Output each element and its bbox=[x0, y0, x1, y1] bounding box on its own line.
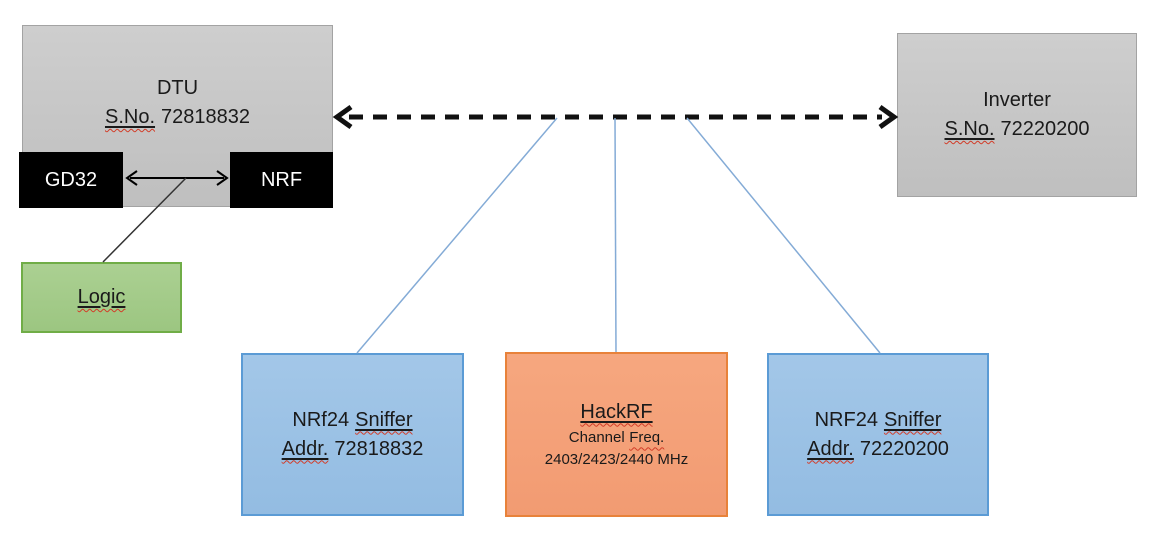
tap-connectors bbox=[356, 117, 881, 354]
hackrf-freq-word: Freq. bbox=[629, 428, 665, 446]
sniffer-right-addr-line: Addr.72220200 bbox=[807, 435, 949, 464]
dtu-inverter-wireless-link bbox=[332, 104, 899, 130]
inverter-node: Inverter S.No.72220200 bbox=[897, 33, 1137, 197]
dtu-sno-label: S.No. bbox=[104, 106, 156, 128]
gd32-module: GD32 bbox=[19, 152, 123, 208]
hackrf-title-line: HackRF bbox=[580, 398, 652, 427]
sniffer-left-name-word: Sniffer bbox=[355, 408, 413, 431]
dtu-serial: 72818832 bbox=[161, 106, 250, 128]
sniffer-right-name-prefix: NRF24 bbox=[814, 408, 878, 431]
tap-line-hackrf bbox=[614, 117, 617, 353]
sniffer-left-addr-value: 72818832 bbox=[334, 437, 424, 460]
nrf-label: NRF bbox=[260, 168, 303, 191]
dtu-serial-line: S.No.72818832 bbox=[105, 103, 250, 132]
logic-node: Logic bbox=[21, 262, 182, 333]
wireless-link-right-arrowhead-icon bbox=[878, 104, 899, 130]
logic-label: Logic bbox=[77, 286, 126, 308]
gd32-label: GD32 bbox=[44, 168, 98, 191]
dtu-title: DTU bbox=[156, 77, 199, 99]
inverter-sno-label: S.No. bbox=[944, 118, 995, 140]
sniffer-left-addr-label: Addr. bbox=[281, 437, 329, 460]
hackrf-frequencies: 2403/2423/2440 MHz bbox=[544, 451, 689, 468]
tap-line-sniffer-right bbox=[686, 117, 881, 354]
hackrf-channel-word: Channel bbox=[568, 428, 625, 446]
sniffer-left-name-prefix: NRf24 bbox=[292, 408, 350, 431]
sniffer-right-addr-label: Addr. bbox=[807, 437, 854, 460]
inverter-title: Inverter bbox=[983, 89, 1051, 111]
inverter-serial: 72220200 bbox=[1000, 118, 1090, 140]
sniffer-right-addr-value: 72220200 bbox=[859, 437, 949, 460]
hackrf-title: HackRF bbox=[580, 400, 653, 423]
wireless-link-left-arrowhead-icon bbox=[332, 104, 353, 130]
sniffer-left-addr-line: Addr.72818832 bbox=[282, 435, 424, 464]
inverter-serial-line: S.No.72220200 bbox=[944, 115, 1089, 144]
tap-line-sniffer-left bbox=[356, 117, 558, 354]
nrf-module: NRF bbox=[230, 152, 333, 208]
sniffer-right-name-word: Sniffer bbox=[883, 408, 942, 431]
